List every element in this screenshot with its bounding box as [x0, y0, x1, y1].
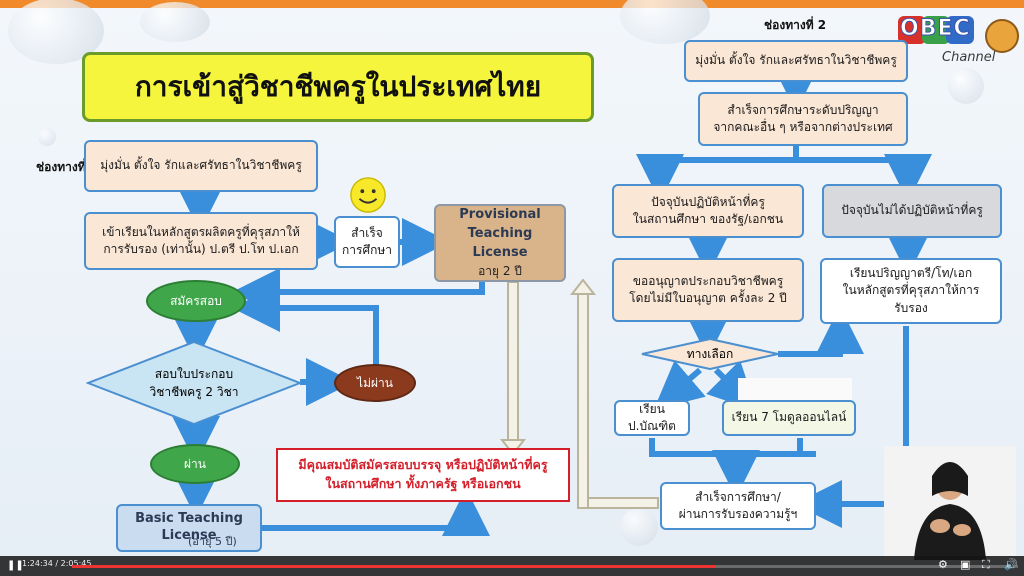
volume-icon[interactable]: 🔊 [1004, 558, 1018, 571]
route2-label: ช่องทางที่ 2 [764, 18, 827, 32]
route2-teaching-now-box: ปัจจุบันปฏิบัติหน้าที่ครู ในสถานศึกษา ขอ… [612, 184, 804, 238]
exam-decision-text: สอบใบประกอบ วิชาชีพครู 2 วิชา [149, 367, 239, 399]
pass-ellipse: ผ่าน [150, 444, 240, 484]
bubble-decoration [620, 508, 658, 546]
page-title: การเข้าสู่วิชาชีพครูในประเทศไทย [82, 52, 594, 122]
fail-ellipse: ไม่ผ่าน [334, 364, 416, 402]
progress-track[interactable] [72, 565, 1018, 568]
apply-exam-ellipse: สมัครสอบ [146, 280, 246, 322]
provisional-license-title: Provisional Teaching License [459, 207, 541, 260]
obec-channel-logo: OBEC Channel [896, 10, 1020, 72]
route2-not-teaching-box: ปัจจุบันไม่ได้ปฏิบัติหน้าที่ครู [822, 184, 1002, 238]
playback-time: 1:24:34 / 2:05:45 [22, 559, 92, 568]
options-text: ทางเลือก [686, 347, 734, 361]
online-modules-box: เรียน 7 โมดูลออนไลน์ [722, 400, 856, 436]
sign-language-interpreter [884, 446, 1016, 560]
options-diamond: ทางเลือก [640, 338, 780, 370]
route1-study-box: เข้าเรียนในหลักสูตรผลิตครูที่คุรุสภาให้ … [84, 212, 318, 270]
miniplayer-icon[interactable]: ▣ [960, 558, 971, 571]
route2-permit-box: ขออนุญาตประกอบวิชาชีพครู โดยไม่มีใบอนุญา… [612, 258, 804, 322]
logo-brand-text: OBEC [900, 16, 971, 42]
bubble-decoration [38, 128, 56, 146]
route2-study-degree-box: เรียนปริญญาตรี/โท/เอก ในหลักสูตรที่คุรุส… [820, 258, 1002, 324]
route1-success-box: สำเร็จ การศึกษา [334, 216, 400, 268]
fullscreen-icon[interactable]: ⛶ [982, 558, 990, 571]
progress-fill [72, 565, 716, 568]
basic-license-title: Basic Teaching License [135, 511, 243, 543]
blank-patch [738, 378, 852, 402]
bubble-decoration [620, 0, 710, 44]
top-accent-bar [0, 0, 1024, 8]
basic-license-box: Basic Teaching License [116, 504, 262, 552]
smiley-icon [350, 177, 386, 213]
settings-icon[interactable]: ⚙ [938, 558, 948, 571]
route2-commit-box: มุ่งมั่น ตั้งใจ รักและศรัทธาในวิชาชีพครู [684, 40, 908, 82]
bubble-decoration [948, 68, 984, 104]
qualified-notice-box: มีคุณสมบัติสมัครสอบบรรจุ หรือปฏิบัติหน้า… [276, 448, 570, 502]
route1-commit-box: มุ่งมั่น ตั้งใจ รักและศรัทธาในวิชาชีพครู [84, 140, 318, 192]
bubble-decoration [140, 2, 210, 42]
grad-diploma-box: เรียน ป.บัณฑิต [614, 400, 690, 436]
exam-decision-diamond: สอบใบประกอบ วิชาชีพครู 2 วิชา [86, 340, 302, 426]
logo-channel-text: Channel [942, 50, 996, 65]
route1-label: ช่องทางที่ 1 [36, 160, 99, 174]
pause-icon[interactable]: ❚❚ [7, 560, 24, 571]
provisional-license-age: อายุ 2 ปี [478, 263, 522, 278]
basic-license-age: (อายุ 5 ปี) [188, 535, 237, 548]
route2-graduated-box: สำเร็จการศึกษาระดับปริญญา จากคณะอื่น ๆ ห… [698, 92, 908, 146]
provisional-license-box: Provisional Teaching License อายุ 2 ปี [434, 204, 566, 282]
route2-certified-box: สำเร็จการศึกษา/ ผ่านการรับรองความรู้ฯ [660, 482, 816, 530]
